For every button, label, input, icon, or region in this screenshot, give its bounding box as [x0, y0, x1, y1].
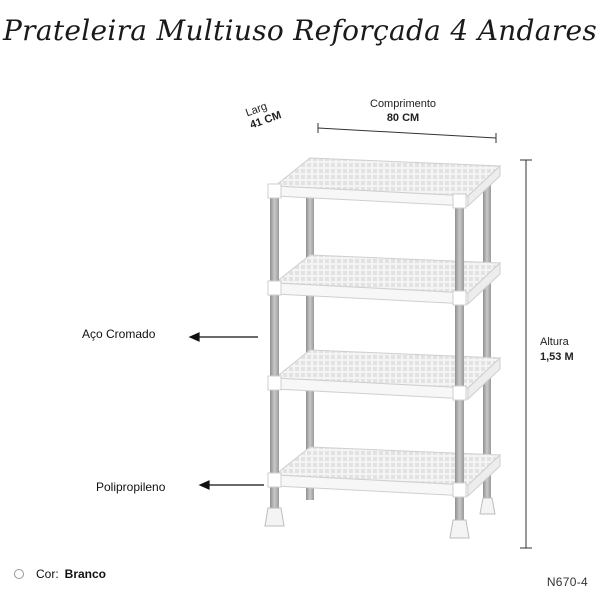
height-label: Altura: [540, 336, 569, 348]
steel-arrow: [188, 332, 258, 342]
color-swatch-icon: [14, 569, 24, 579]
color-value: Branco: [64, 567, 107, 581]
shelf-third: [273, 349, 502, 401]
back-poles: [306, 180, 491, 500]
height-dimension: Altura 1,53 M: [540, 335, 574, 365]
plastic-arrow: [198, 480, 264, 490]
pole-connectors: [267, 183, 467, 498]
product-title: Prateleira Multiuso Reforçada 4 Andares: [3, 14, 597, 47]
shelf-second: [273, 254, 502, 306]
height-dimension-line: [520, 159, 532, 549]
steel-callout: Aço Cromado: [82, 327, 156, 341]
length-value: 80 CM: [386, 112, 420, 124]
height-value: 1,53 M: [540, 351, 574, 363]
front-poles: [270, 196, 464, 522]
plastic-callout: Polipropileno: [96, 480, 166, 494]
color-label: Cor:: [36, 567, 59, 581]
length-dimension: Comprimento 80 CM: [370, 97, 436, 125]
shelf-feet: [264, 497, 496, 539]
shelf-bottom: [273, 446, 502, 498]
shelf-top: [273, 157, 502, 208]
length-label: Comprimento: [370, 98, 437, 110]
product-code: N670-4: [546, 575, 588, 589]
length-dimension-line: [317, 123, 497, 143]
color-info: Cor: Branco: [14, 567, 106, 581]
